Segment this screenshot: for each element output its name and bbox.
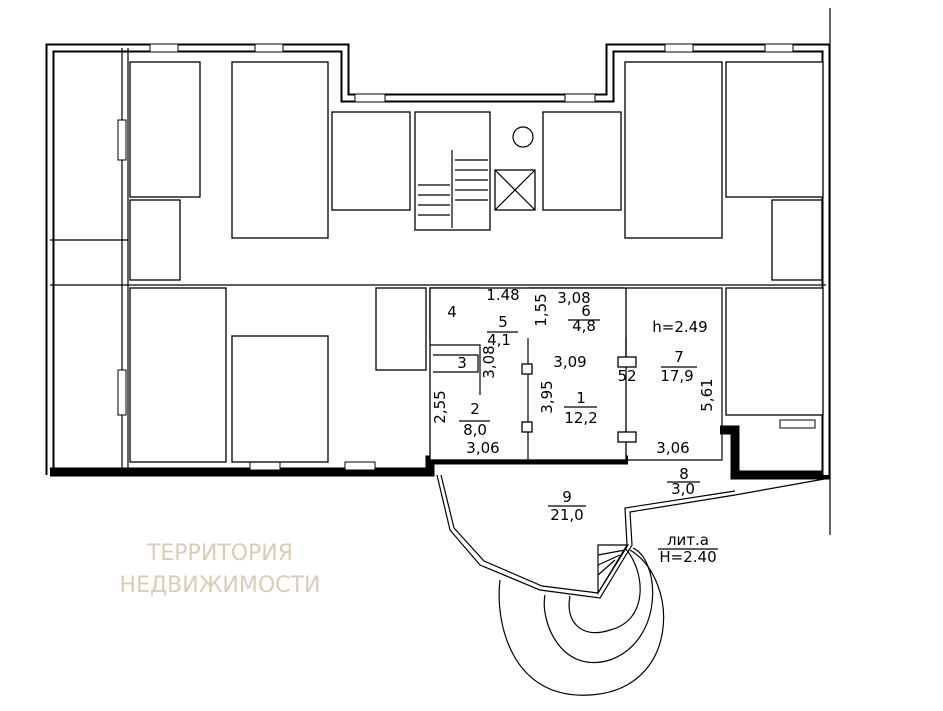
room-2-number: 2 bbox=[470, 400, 480, 418]
annex bbox=[436, 474, 831, 696]
room-1-area: 12,2 bbox=[564, 409, 597, 427]
watermark-line-1: ТЕРРИТОРИЯ bbox=[146, 541, 293, 566]
room-7-number: 7 bbox=[674, 348, 684, 366]
dim-3-08-vertical: 3,08 bbox=[480, 345, 498, 378]
room-7-area: 17,9 bbox=[660, 367, 693, 385]
dim-52: 52 bbox=[617, 367, 636, 385]
room-labels: 4 1.48 5 4,1 1,55 3,08 6 4,8 h=2.49 3 3,… bbox=[431, 286, 718, 566]
subject-flat bbox=[375, 287, 723, 461]
room-6-number: 6 bbox=[581, 302, 591, 320]
dim-3-09: 3,09 bbox=[553, 353, 586, 371]
ceiling-height: h=2.49 bbox=[652, 318, 707, 336]
dim-3-08: 3,08 bbox=[557, 289, 590, 307]
room-9-area: 21,0 bbox=[550, 506, 583, 524]
annex-label: лит.а bbox=[667, 531, 709, 549]
room-8-number: 8 bbox=[679, 465, 689, 483]
dim-5-61: 5,61 bbox=[698, 378, 716, 411]
stairwell bbox=[414, 111, 536, 231]
dim-3-95: 3,95 bbox=[538, 380, 556, 413]
watermark-line-2: НЕДВИЖИМОСТИ bbox=[120, 573, 321, 598]
dim-2-55: 2,55 bbox=[431, 390, 449, 423]
room-1-number: 1 bbox=[576, 389, 586, 407]
room-3-number: 3 bbox=[457, 354, 467, 372]
room-5-number: 5 bbox=[498, 313, 508, 331]
dim-3-06-left: 3,06 bbox=[466, 439, 499, 457]
watermark: ТЕРРИТОРИЯ НЕДВИЖИМОСТИ bbox=[120, 541, 321, 598]
room-4-number: 4 bbox=[447, 303, 457, 321]
dim-1-55: 1,55 bbox=[532, 293, 550, 326]
dim-1-48: 1.48 bbox=[486, 286, 519, 304]
room-9-number: 9 bbox=[562, 488, 572, 506]
dim-3-06-right: 3,06 bbox=[656, 439, 689, 457]
room-6-area: 4,8 bbox=[572, 317, 596, 335]
annex-height: H=2.40 bbox=[659, 548, 716, 566]
windows bbox=[117, 43, 816, 471]
room-8-area: 3,0 bbox=[671, 480, 695, 498]
neighbour-rooms bbox=[129, 61, 824, 463]
room-2-area: 8,0 bbox=[463, 421, 487, 439]
room-5-area: 4,1 bbox=[487, 331, 511, 349]
